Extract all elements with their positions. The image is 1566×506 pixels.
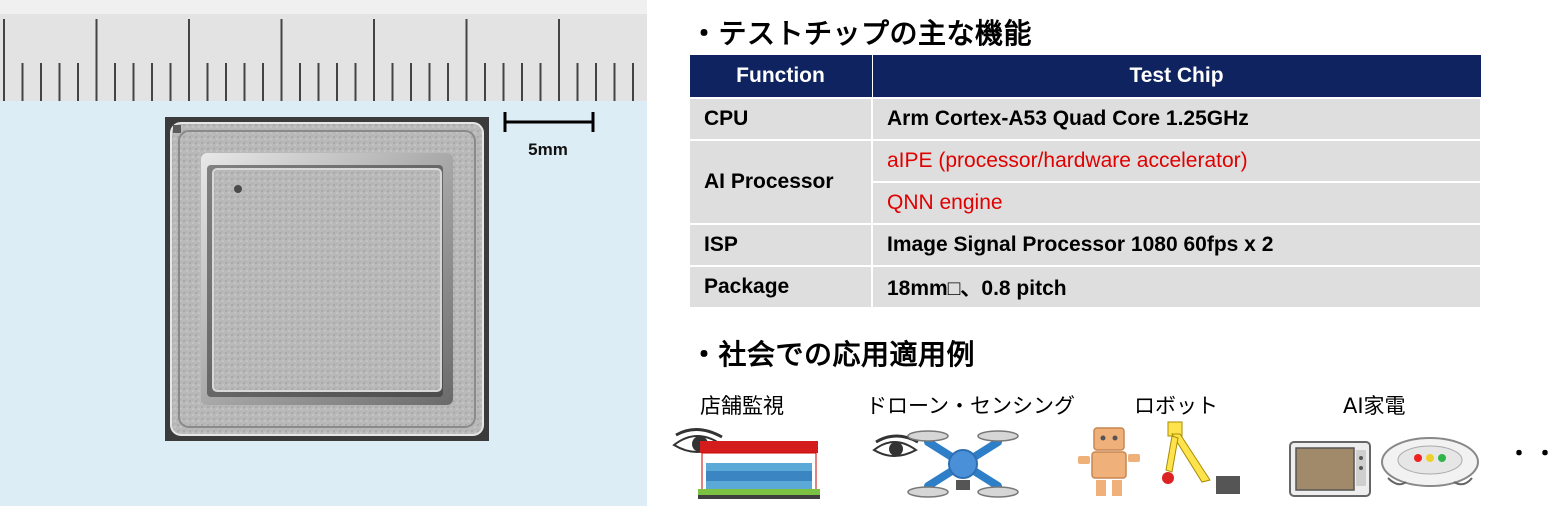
table-header-row: Function Test Chip [688,54,1482,99]
row-label-ai-processor: AI Processor [688,139,873,225]
scale-bar [503,112,595,132]
row-label-package: Package [688,265,873,309]
section-heading-main-functions: ・テストチップの主な機能 [690,17,1033,50]
shop-surveillance-icon [672,428,820,499]
scale-label: 5mm [528,140,568,159]
app-label-store-surveillance: 店舗監視 [700,394,784,418]
chip-package-image [165,117,489,441]
more-ellipsis: ・・ [1508,442,1561,467]
app-label-drone-sensing: ドローン・センシング [866,394,1075,418]
row-value-cpu: Arm Cortex-A53 Quad Core 1.25GHz [871,97,1482,141]
ai-appliance-icon [1289,437,1479,497]
chip-photo-panel: 5mm [0,0,647,506]
app-label-robot: ロボット [1134,394,1218,418]
robot-icon [1078,421,1240,496]
section-heading-applications: ・社会での応用適用例 [690,338,976,371]
header-test-chip: Test Chip [871,54,1482,99]
row-value-isp: Image Signal Processor 1080 60fps x 2 [871,223,1482,267]
row-value-aipe: aIPE (processor/hardware accelerator) [871,139,1482,183]
table-row: AI Processor aIPE (processor/hardware ac… [688,139,1482,225]
row-value-package: 18mm□、0.8 pitch [871,265,1482,309]
table-row: CPU Arm Cortex-A53 Quad Core 1.25GHz [688,97,1482,141]
table-row: Package 18mm□、0.8 pitch [688,265,1482,309]
row-label-cpu: CPU [688,97,873,141]
drone-sensing-icon [872,430,1019,498]
row-value-qnn: QNN engine [871,181,1482,225]
ruler-image [0,0,647,101]
spec-table: Function Test Chip CPU Arm Cortex-A53 Qu… [688,54,1482,309]
table-row: ISP Image Signal Processor 1080 60fps x … [688,223,1482,267]
table-row: QNN engine [689,181,1482,225]
header-function: Function [688,54,873,99]
row-label-isp: ISP [688,223,873,267]
app-label-ai-appliance: AI家電 [1343,394,1406,418]
